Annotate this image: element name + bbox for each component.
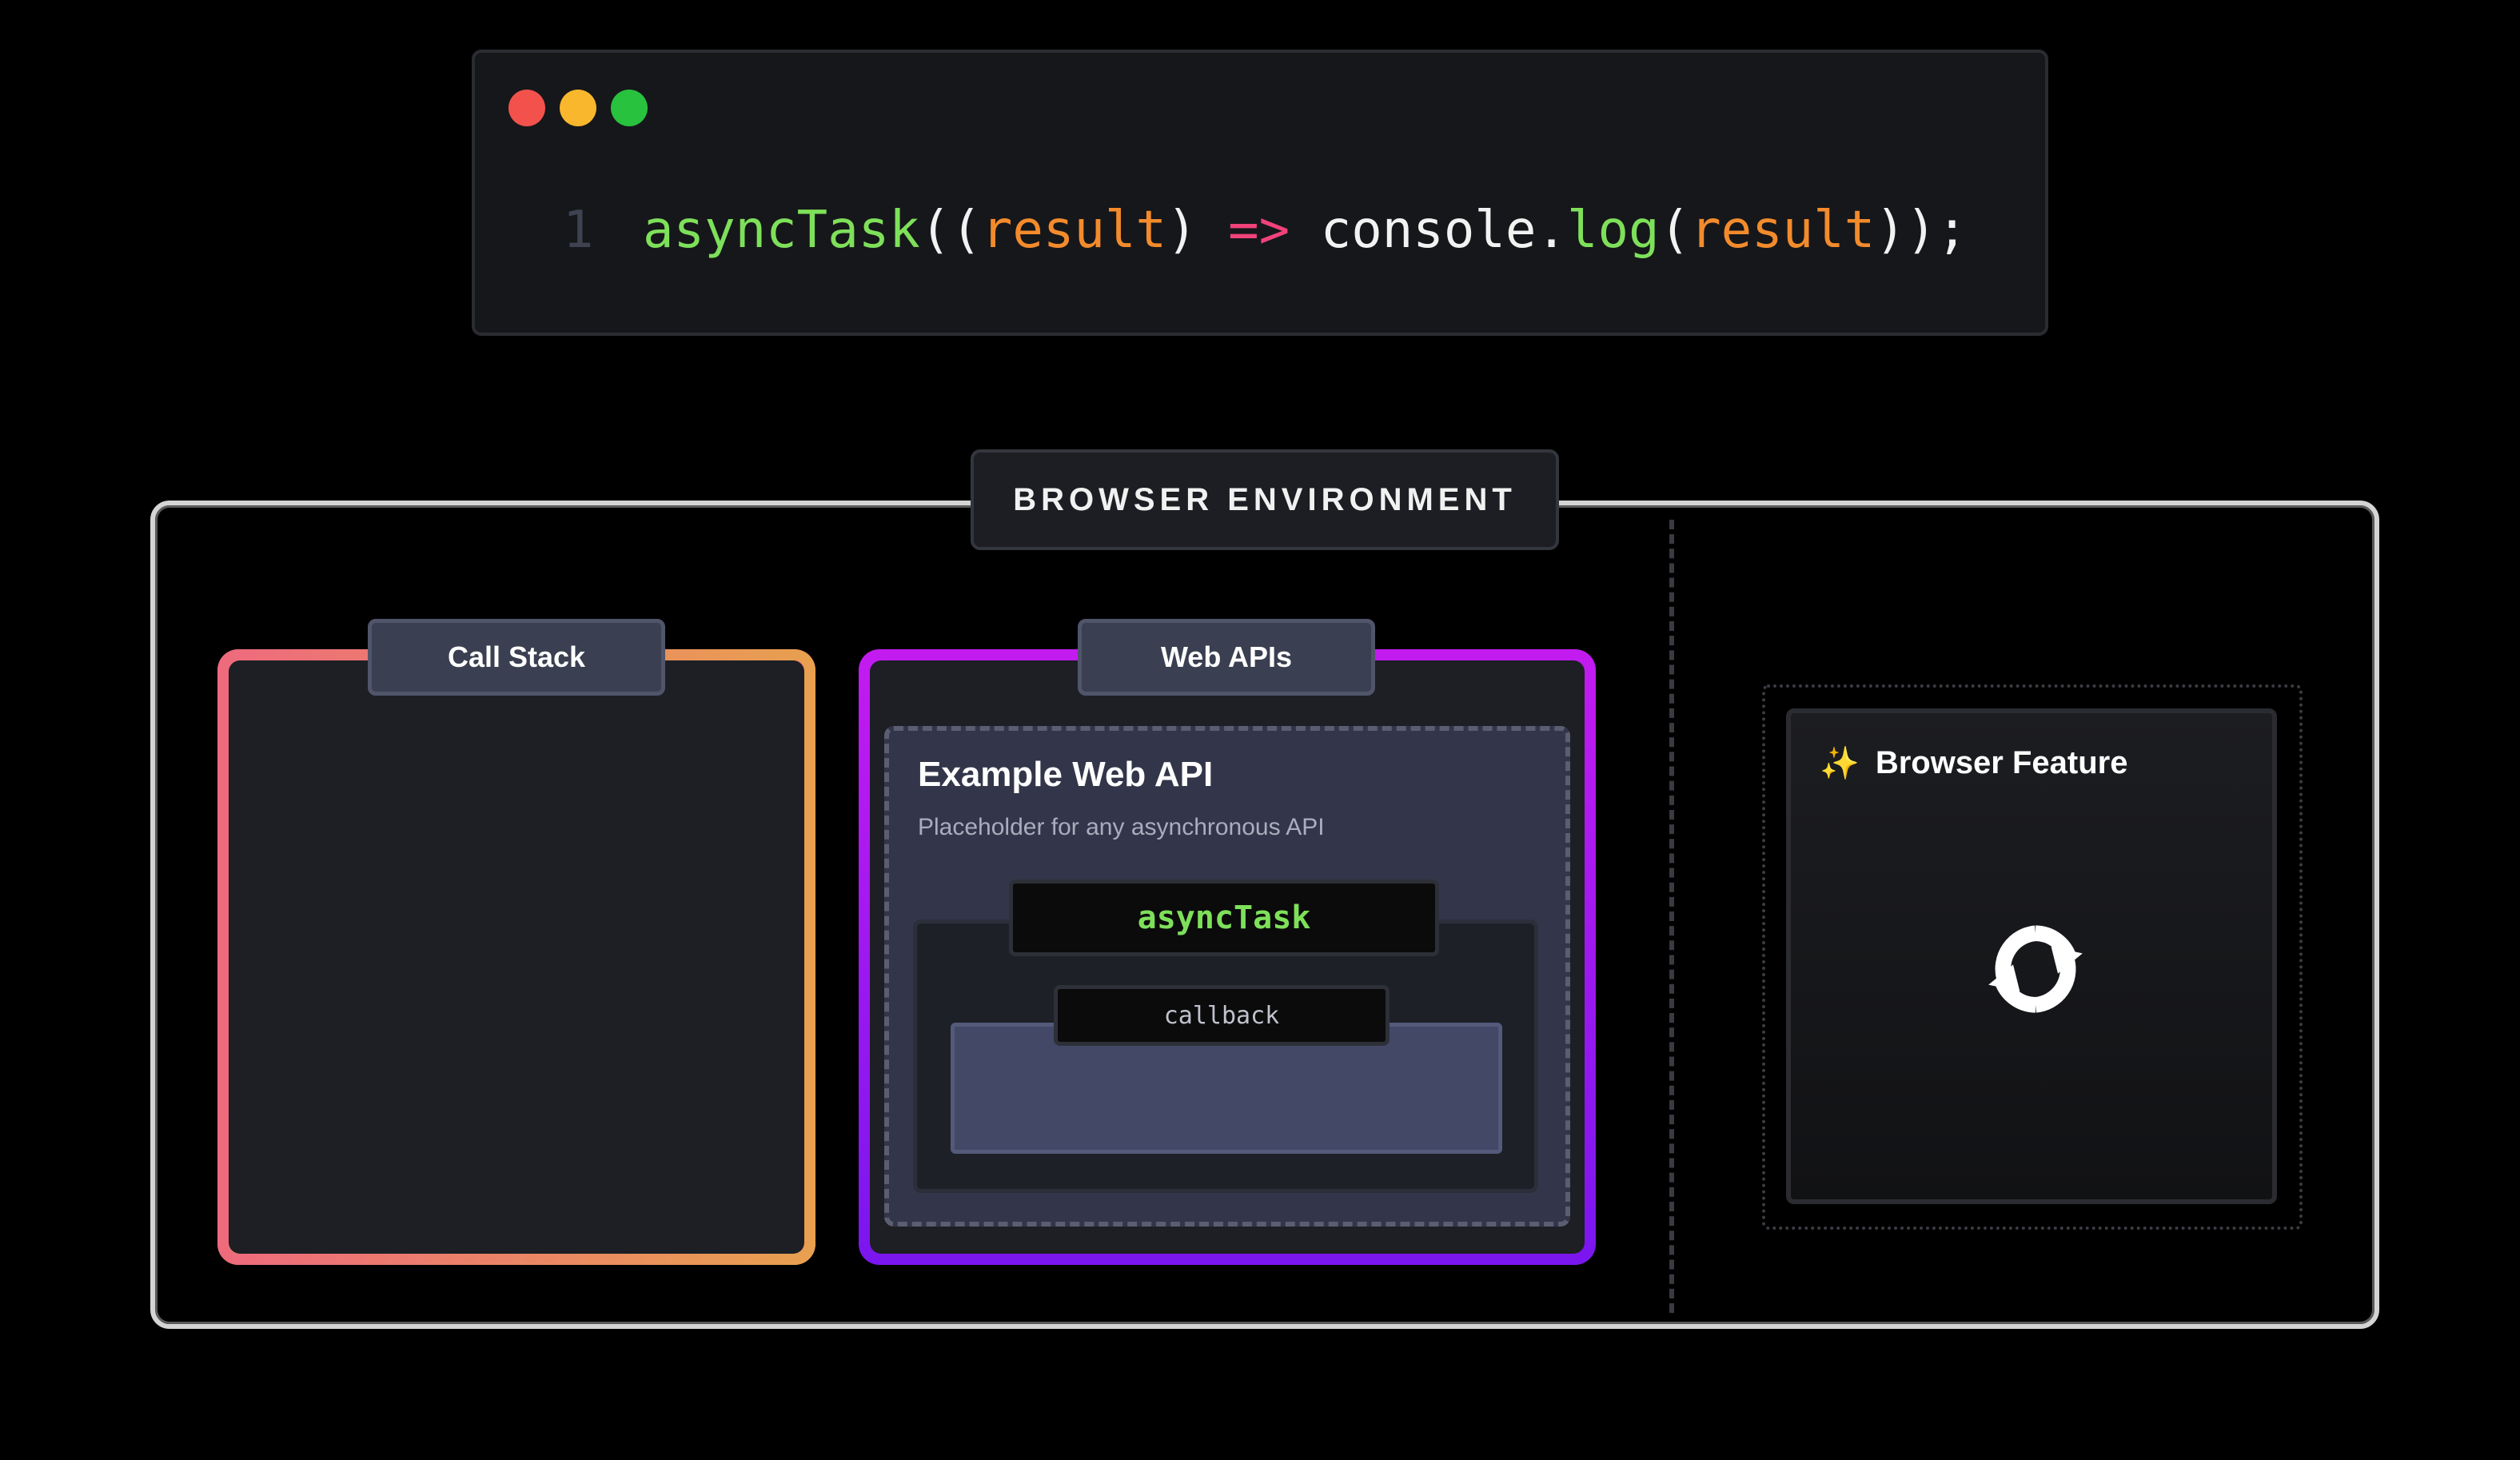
- web-apis-panel: Example Web API Placeholder for any asyn…: [859, 649, 1596, 1265]
- browser-feature-header: ✨ Browser Feature: [1820, 745, 2127, 781]
- browser-feature-title: Browser Feature: [1875, 745, 2128, 780]
- callback-tag: callback: [1054, 985, 1390, 1046]
- browser-environment-label: BROWSER ENVIRONMENT: [971, 449, 1559, 550]
- example-web-api: Example Web API Placeholder for any asyn…: [884, 726, 1570, 1227]
- sync-icon: [1988, 925, 2083, 1013]
- minimize-dot[interactable]: [560, 90, 596, 126]
- code-token-end: ));: [1875, 201, 1968, 260]
- code-token-function: asyncTask: [643, 201, 920, 260]
- code-token-param: result: [981, 201, 1167, 260]
- environment-divider: [1669, 520, 1674, 1313]
- call-stack-panel: [217, 649, 815, 1265]
- line-number: 1: [563, 201, 594, 260]
- code-token-paren: ): [1166, 201, 1229, 260]
- call-stack-body: [229, 660, 804, 1254]
- browser-feature-card: ✨ Browser Feature: [1786, 708, 2277, 1204]
- browser-feature-outline: [1762, 684, 2303, 1230]
- code-token-param: result: [1690, 201, 1876, 260]
- call-stack-label: Call Stack: [368, 619, 665, 696]
- code-token-arrow: =>: [1228, 201, 1290, 260]
- sparkle-icon: ✨: [1820, 745, 1860, 781]
- web-apis-label: Web APIs: [1078, 619, 1375, 696]
- code-token-log: log: [1566, 201, 1660, 260]
- maximize-dot[interactable]: [611, 90, 648, 126]
- web-apis-body: Example Web API Placeholder for any asyn…: [870, 660, 1585, 1254]
- traffic-lights: [508, 90, 648, 126]
- async-task-container: [913, 919, 1538, 1193]
- code-token-console: console.: [1290, 201, 1567, 260]
- code-token-paren: ((: [919, 201, 982, 260]
- close-dot[interactable]: [508, 90, 545, 126]
- code-token-paren: (: [1659, 201, 1691, 260]
- async-task-tag: asyncTask: [1009, 880, 1439, 956]
- example-api-subtitle: Placeholder for any asynchronous API: [918, 814, 1325, 840]
- example-api-title: Example Web API: [918, 755, 1214, 794]
